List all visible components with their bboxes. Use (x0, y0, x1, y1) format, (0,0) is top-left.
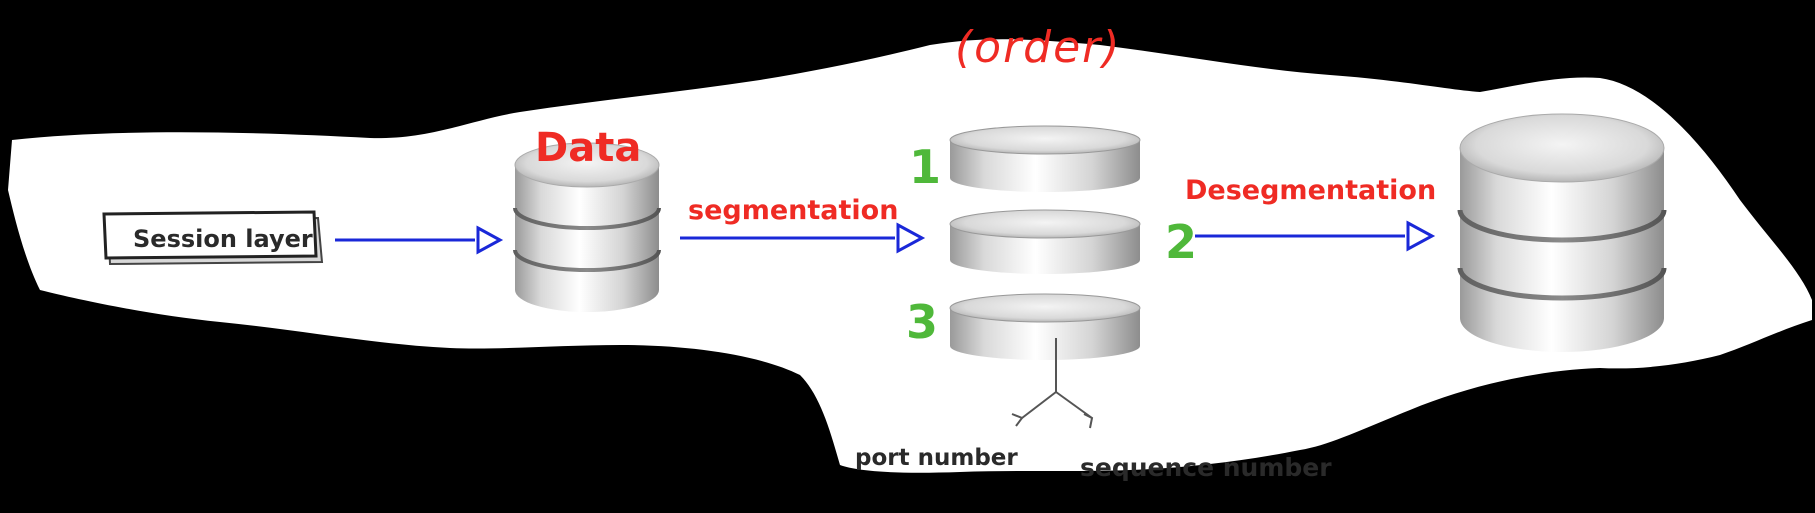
segment-number-3: 3 (906, 295, 939, 349)
arrow-segmentation (680, 222, 926, 254)
sequence-number-label: sequence number (1080, 453, 1332, 482)
header-fork-lines (1011, 338, 1094, 429)
segment-disk-1 (949, 125, 1141, 192)
segment-disk-3 (949, 293, 1141, 360)
segment-number-1: 1 (909, 140, 942, 194)
desegmentation-label: Desegmentation (1185, 175, 1437, 206)
paper-background (8, 39, 1812, 473)
data-database-icon (513, 142, 661, 312)
session-layer-label: Session layer (133, 225, 313, 253)
destination-database-icon (1457, 113, 1667, 352)
arrow-session-to-data (335, 225, 504, 255)
segmentation-label: segmentation (688, 195, 899, 226)
arrow-desegmentation (1195, 220, 1436, 252)
segment-disk-2 (949, 209, 1141, 274)
order-title: (order) (955, 22, 1122, 73)
segment-number-2: 2 (1165, 215, 1198, 269)
session-layer-box (102, 210, 324, 266)
port-number-label: port number (855, 445, 1018, 471)
data-label: Data (535, 125, 642, 171)
